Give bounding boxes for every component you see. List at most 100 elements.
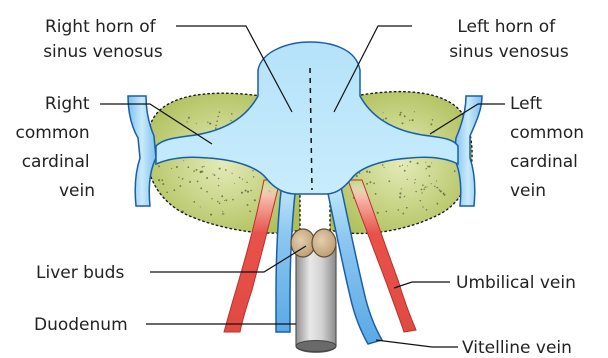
liver-speckle	[399, 114, 401, 116]
label-liver-buds: Liver buds	[36, 263, 124, 283]
liver-speckle	[201, 171, 203, 173]
liver-speckle	[373, 183, 375, 185]
liver-speckle	[189, 181, 191, 183]
liver-speckle	[383, 119, 384, 120]
liver-speckle	[432, 119, 433, 120]
label-left-common-cardinal-vein: Left common cardinal vein	[510, 94, 589, 201]
liver-speckle	[221, 195, 223, 197]
liver-speckle	[222, 211, 223, 212]
liver-speckle	[421, 189, 423, 191]
liver-speckle	[443, 194, 445, 196]
leader-umbilical	[394, 282, 450, 288]
liver-speckle	[162, 183, 164, 185]
liver-speckle	[214, 174, 216, 176]
liver-speckle	[216, 120, 218, 122]
liver-speckle	[429, 166, 431, 168]
liver-speckle	[193, 201, 195, 203]
liver-speckle	[369, 181, 371, 183]
liver-speckle	[415, 179, 416, 180]
liver-speckle	[224, 200, 225, 201]
liver-speckle	[402, 122, 404, 124]
liver-speckle	[366, 183, 368, 185]
liver-speckle	[230, 120, 231, 121]
liver-speckle	[178, 177, 179, 178]
liver-speckle	[219, 168, 221, 170]
liver-speckle	[356, 175, 358, 177]
liver-speckle	[174, 189, 176, 191]
liver-speckle	[203, 166, 204, 167]
liver-speckle	[406, 207, 408, 209]
liver-speckle	[436, 187, 437, 188]
liver-speckle	[426, 186, 427, 187]
liver-speckle	[426, 168, 427, 169]
liver-speckle	[423, 189, 425, 191]
liver-speckle	[401, 188, 402, 189]
liver-speckle	[422, 184, 424, 186]
liver-speckle	[409, 120, 410, 121]
liver-speckle	[439, 189, 440, 190]
label-right-horn: Right horn of sinus venosus	[43, 17, 163, 62]
liver-speckle	[454, 170, 455, 171]
liver-speckle	[196, 169, 198, 171]
liver-speckle	[431, 183, 432, 184]
liver-speckle	[422, 206, 423, 207]
liver-speckle	[404, 196, 405, 197]
liver-speckle	[197, 181, 199, 183]
liver-speckle	[232, 199, 234, 201]
liver-speckle	[385, 211, 387, 213]
liver-speckle	[200, 206, 201, 207]
liver-speckle	[436, 181, 437, 182]
liver-speckle	[434, 186, 435, 187]
liver-speckle	[158, 179, 160, 181]
liver-speckle	[369, 171, 371, 173]
label-umbilical-vein: Umbilical vein	[456, 273, 576, 293]
liver-speckle	[222, 214, 223, 215]
liver-speckle	[429, 175, 431, 177]
liver-speckle	[404, 170, 406, 172]
liver-speckle	[420, 200, 422, 202]
liver-speckle	[437, 203, 439, 205]
liver-speckle	[252, 170, 253, 171]
liver-speckle	[215, 127, 217, 129]
liver-speckle	[231, 113, 233, 115]
liver-speckle	[409, 161, 411, 163]
liver-speckle	[247, 204, 249, 206]
liver-speckle	[375, 193, 377, 195]
label-right-common-cardinal-vein: Right common cardinal vein	[16, 94, 95, 201]
liver-speckle	[407, 179, 408, 180]
liver-speckle	[425, 162, 426, 163]
liver-speckle	[421, 192, 422, 193]
liver-speckle	[414, 182, 415, 183]
liver-speckle	[211, 198, 212, 199]
liver-speckle	[437, 187, 438, 188]
liver-speckle	[385, 118, 387, 120]
vitelline-vein-left	[276, 182, 296, 332]
liver-speckle	[158, 165, 160, 167]
liver-speckle	[246, 182, 248, 184]
liver-speckle	[187, 166, 189, 168]
duodenum	[296, 246, 336, 352]
liver-speckle	[218, 185, 219, 186]
liver-speckle	[245, 190, 247, 192]
liver-speckle	[415, 191, 417, 193]
liver-speckle	[225, 199, 227, 201]
liver-speckle	[407, 165, 408, 166]
liver-speckle	[424, 187, 426, 189]
liver-speckle	[209, 123, 211, 125]
liver-speckle	[193, 170, 195, 172]
liver-speckle	[402, 165, 403, 166]
liver-speckle	[400, 112, 402, 114]
liver-speckle	[217, 116, 219, 118]
liver-speckle	[242, 179, 243, 180]
liver-speckle	[223, 213, 224, 214]
liver-speckle	[250, 190, 252, 192]
liver-speckle	[186, 121, 187, 122]
liver-speckle	[183, 160, 184, 161]
liver-speckle	[176, 166, 178, 168]
liver-speckle	[182, 178, 184, 180]
liver-speckle	[225, 169, 227, 171]
liver-speckle	[196, 123, 197, 124]
liver-speckle	[377, 212, 379, 214]
liver-speckle	[412, 119, 414, 121]
liver-speckle	[241, 192, 243, 194]
